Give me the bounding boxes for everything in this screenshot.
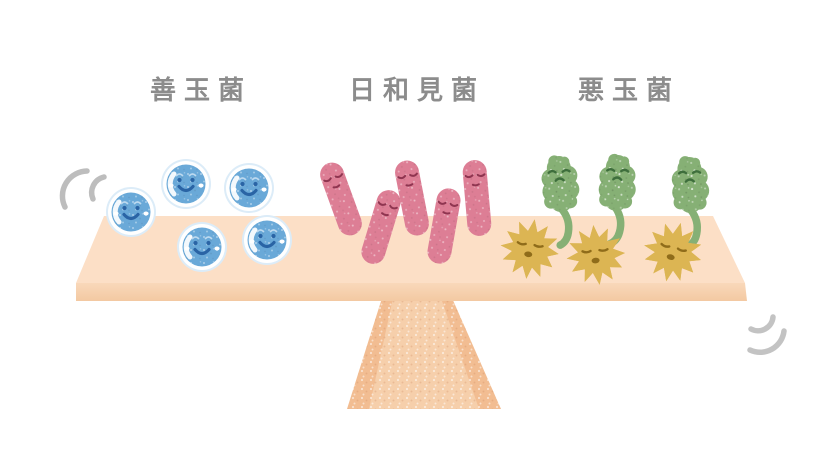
good-bacterium	[161, 159, 211, 209]
good-bacterium	[177, 222, 227, 272]
good-bacterium	[106, 187, 156, 237]
label-bad-bacteria: 悪玉菌	[577, 76, 681, 105]
good-bacterium	[242, 215, 292, 265]
label-opportunistic-bacteria: 日和見菌	[348, 76, 486, 105]
motion-left-arcs-icon	[59, 168, 107, 210]
motion-right-arcs-icon	[747, 314, 787, 355]
label-good-bacteria: 善玉菌	[149, 76, 253, 105]
good-bacterium	[224, 163, 274, 213]
fulcrum	[347, 298, 501, 409]
